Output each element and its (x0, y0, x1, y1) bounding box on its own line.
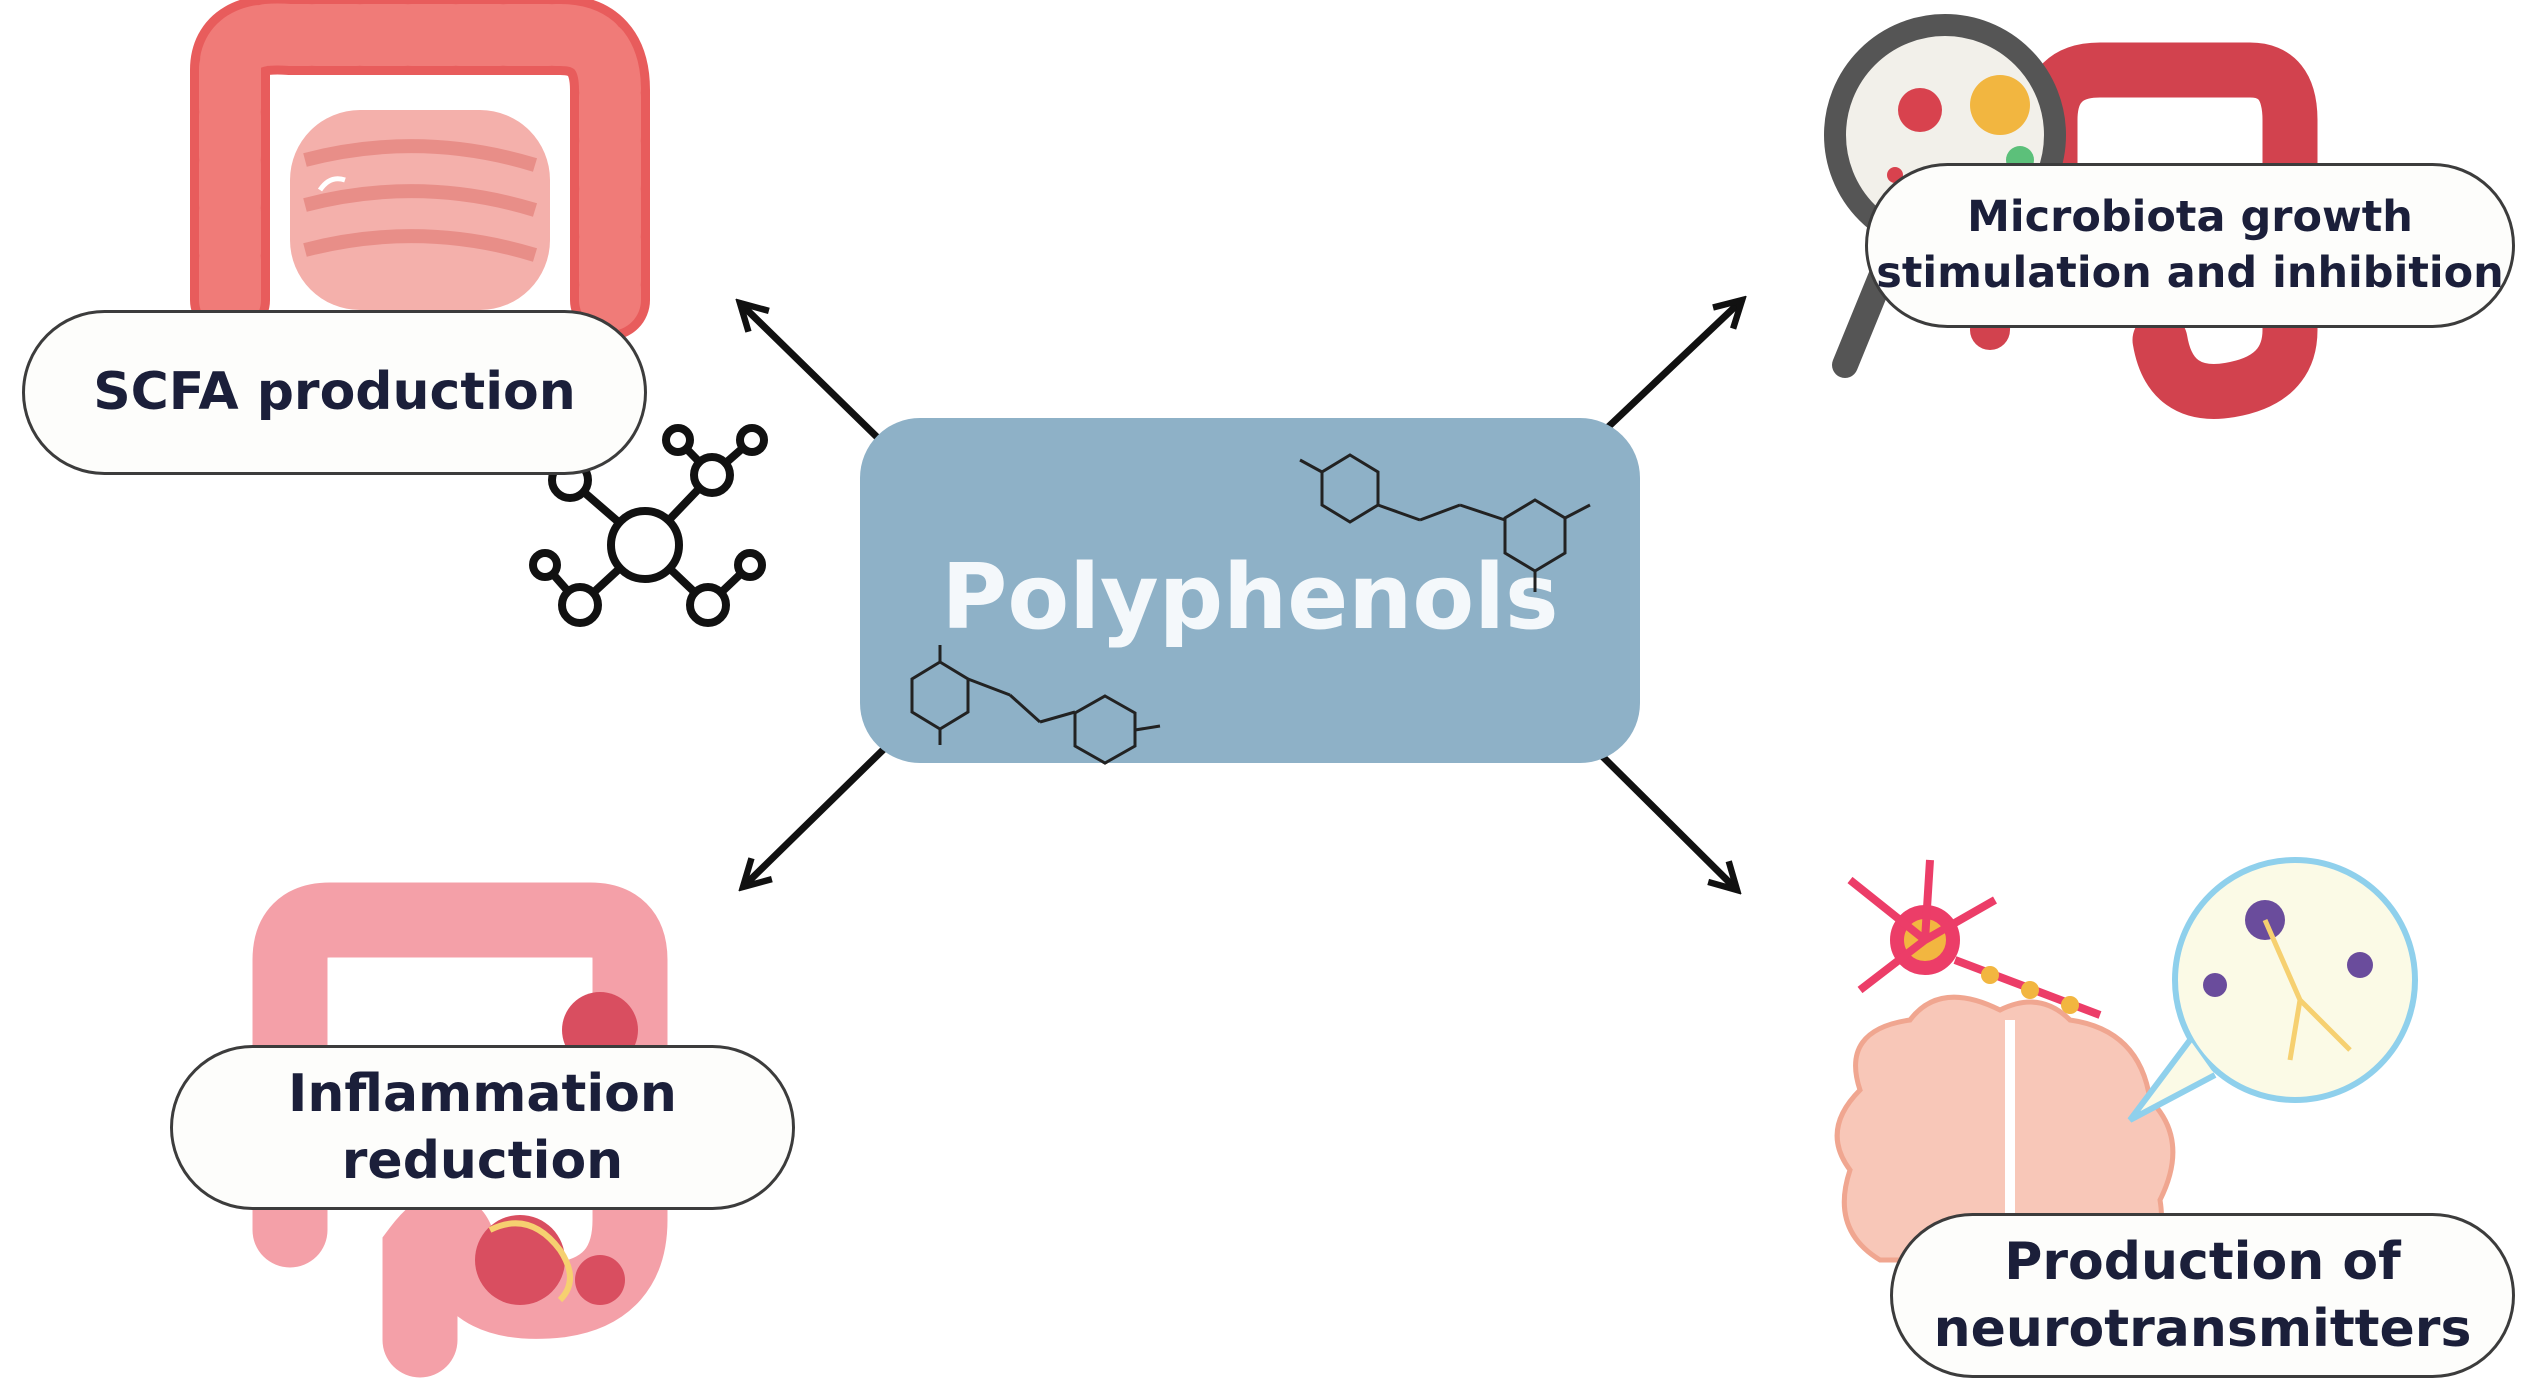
polyphenols-box (860, 418, 1640, 763)
scfa-label: SCFA production (93, 362, 576, 423)
inflammation-label-box: Inflammation reduction (170, 1045, 795, 1210)
neuro-label-box: Production of neurotransmitters (1890, 1213, 2515, 1378)
brain-neuron-icon (1834, 857, 2418, 1263)
colon-icon (190, 0, 650, 340)
polyphenols-title: Polyphenols (941, 545, 1559, 650)
microbiota-label-box: Microbiota growth stimulation and inhibi… (1865, 163, 2515, 328)
arrows (742, 302, 1740, 888)
neuro-label: Production of neurotransmitters (1933, 1231, 2472, 1359)
microbiota-label: Microbiota growth stimulation and inhibi… (1876, 192, 2504, 298)
arrow-to-neuro (1595, 749, 1735, 888)
arrow-to-scfa (742, 305, 883, 443)
arrow-to-inflammation (745, 742, 891, 885)
arrow-to-microbiota (1602, 302, 1740, 433)
inflammation-label: Inflammation reduction (288, 1063, 677, 1191)
scfa-label-box: SCFA production (22, 310, 647, 475)
